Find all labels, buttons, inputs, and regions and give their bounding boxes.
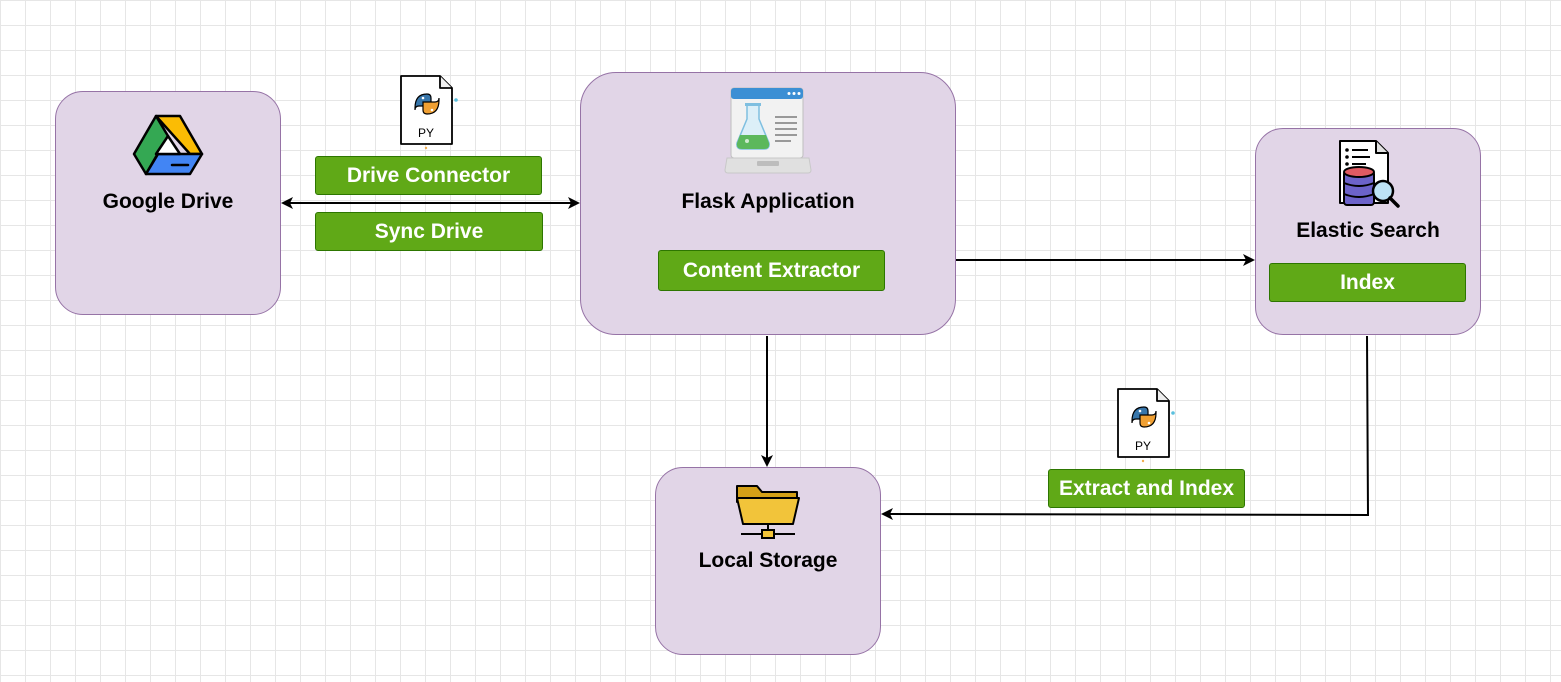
google-drive-node[interactable]: Google Drive [55, 91, 281, 315]
local-storage-label: Local Storage [698, 549, 838, 572]
extract-and-index-tag[interactable]: Extract and Index [1048, 469, 1245, 508]
python-file-icon: PY [1117, 388, 1175, 463]
flask-application-label: Flask Application [681, 190, 855, 213]
python-file-label: PY [418, 126, 434, 140]
local-storage-node[interactable]: Local Storage [655, 467, 881, 655]
content-extractor-tag[interactable]: Content Extractor [658, 250, 885, 291]
google-drive-label: Google Drive [102, 190, 234, 213]
python-file-icon: PY [400, 75, 458, 150]
index-tag[interactable]: Index [1269, 263, 1466, 302]
drive-connector-tag[interactable]: Drive Connector [315, 156, 542, 195]
network-folder-icon [736, 485, 800, 539]
google-drive-icon [132, 114, 204, 176]
elastic-search-label: Elastic Search [1296, 219, 1440, 242]
database-search-icon [1339, 140, 1400, 208]
edge-elastic-storage [881, 335, 1370, 521]
flask-app-icon [724, 87, 812, 174]
sync-drive-tag[interactable]: Sync Drive [315, 212, 543, 251]
python-file-label: PY [1135, 439, 1151, 453]
elastic-search-node[interactable]: Elastic Search [1255, 128, 1481, 335]
flask-application-node[interactable]: Flask Application [580, 72, 956, 335]
